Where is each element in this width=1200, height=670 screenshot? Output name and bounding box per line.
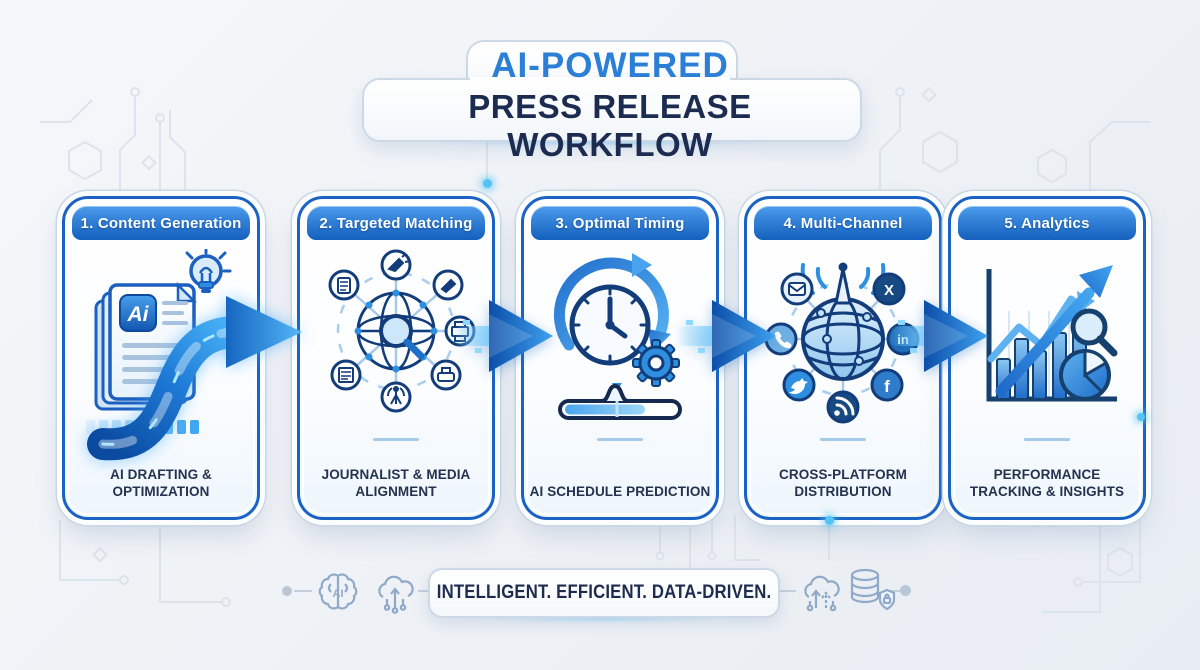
ai-brain-icon: AI bbox=[318, 573, 358, 610]
step-card-multi-channel: 4. Multi-Channel bbox=[744, 196, 942, 520]
clock-cycle-gear-icon bbox=[524, 243, 716, 423]
newspaper-glyph bbox=[338, 367, 354, 383]
connector-line bbox=[294, 590, 312, 592]
growth-arrow-glyph bbox=[995, 287, 1095, 396]
brain-ai-label: AI bbox=[333, 588, 344, 600]
tagline-pill: INTELLIGENT. EFFICIENT. DATA-DRIVEN. bbox=[428, 568, 780, 618]
ai-badge-label: Ai bbox=[127, 303, 150, 326]
title-line-1: AI-POWERED bbox=[491, 46, 729, 85]
email-channel-icon bbox=[780, 272, 814, 305]
cloud-sync-arrows-icon bbox=[804, 575, 840, 612]
svg-text:f: f bbox=[884, 377, 890, 396]
flow-arrow-3 bbox=[676, 300, 776, 372]
step-header-label: 5. Analytics bbox=[1004, 214, 1090, 232]
step-caption: AI DRAFTING & OPTIMIZATION bbox=[110, 466, 212, 500]
step-caption: PERFORMANCE TRACKING & INSIGHTS bbox=[969, 466, 1125, 500]
connector-dot-right bbox=[900, 585, 911, 596]
step-header-label: 4. Multi-Channel bbox=[783, 214, 903, 232]
prediction-bar-glyph bbox=[558, 382, 682, 420]
step-header: 2. Targeted Matching bbox=[307, 206, 485, 240]
cycle-arrowhead-top bbox=[632, 252, 652, 277]
step-caption: CROSS-PLATFORM DISTRIBUTION bbox=[779, 466, 907, 500]
flow-arrow-4 bbox=[888, 300, 988, 372]
flow-pipe-arrow-1 bbox=[87, 296, 302, 461]
tagline-text: INTELLIGENT. EFFICIENT. DATA-DRIVEN. bbox=[436, 582, 772, 603]
twitter-channel-icon bbox=[782, 368, 816, 401]
rss-channel-icon bbox=[826, 390, 860, 423]
title-plate-joint bbox=[470, 77, 730, 84]
antenna-glyph bbox=[800, 262, 886, 304]
phone-channel-icon bbox=[764, 322, 798, 355]
broadcast-globe-channels-icon: X in f bbox=[747, 243, 939, 423]
accent-dot bbox=[1137, 413, 1145, 421]
caption-divider bbox=[1024, 438, 1070, 441]
connector-line bbox=[888, 590, 900, 592]
step-header-label: 1. Content Generation bbox=[80, 214, 242, 232]
step-header-label: 2. Targeted Matching bbox=[319, 214, 473, 232]
caption-divider bbox=[820, 438, 866, 441]
facebook-channel-icon: f bbox=[870, 368, 904, 401]
accent-dot bbox=[483, 179, 492, 188]
lightbulb-glyph bbox=[185, 249, 232, 293]
caption-divider bbox=[597, 438, 643, 441]
connector-dot-left bbox=[282, 586, 292, 596]
step-header: 5. Analytics bbox=[958, 206, 1136, 240]
megaphone-right-glyph bbox=[440, 278, 457, 294]
magnifier-glyph bbox=[379, 314, 425, 360]
step-header-label: 3. Optimal Timing bbox=[555, 214, 685, 232]
connector-line bbox=[418, 590, 428, 592]
pie-chart-glyph bbox=[1059, 348, 1111, 401]
megaphone-glyph bbox=[387, 257, 405, 273]
title-plate bbox=[362, 78, 862, 142]
connector-line bbox=[778, 590, 796, 592]
step-caption: AI SCHEDULE PREDICTION bbox=[529, 484, 711, 500]
step-header: 4. Multi-Channel bbox=[754, 206, 932, 240]
accent-dot bbox=[825, 516, 834, 525]
magnifier-glyph bbox=[1070, 308, 1118, 356]
growth-chart-pie-magnifier-icon bbox=[951, 243, 1143, 423]
secure-database-icon bbox=[850, 568, 896, 611]
step-header: 3. Optimal Timing bbox=[531, 206, 709, 240]
cloud-upload-circuit-icon bbox=[378, 575, 414, 614]
step-card-optimal-timing: 3. Optimal Timing bbox=[521, 196, 719, 520]
article-glyph bbox=[337, 277, 351, 294]
step-caption: JOURNALIST & MEDIA ALIGNMENT bbox=[321, 466, 471, 500]
title-line-2: PRESS RELEASE WORKFLOW bbox=[468, 88, 752, 163]
step-card-targeted-matching: 2. Targeted Matching bbox=[297, 196, 495, 520]
step-card-analytics: 5. Analytics bbox=[948, 196, 1146, 520]
caption-divider bbox=[373, 438, 419, 441]
step-header: 1. Content Generation bbox=[72, 206, 250, 240]
flow-arrow-2 bbox=[453, 300, 553, 372]
svg-text:X: X bbox=[884, 282, 894, 299]
antenna-glyph bbox=[387, 386, 405, 405]
gear-glyph bbox=[632, 338, 680, 387]
x-channel-icon: X bbox=[872, 272, 906, 305]
